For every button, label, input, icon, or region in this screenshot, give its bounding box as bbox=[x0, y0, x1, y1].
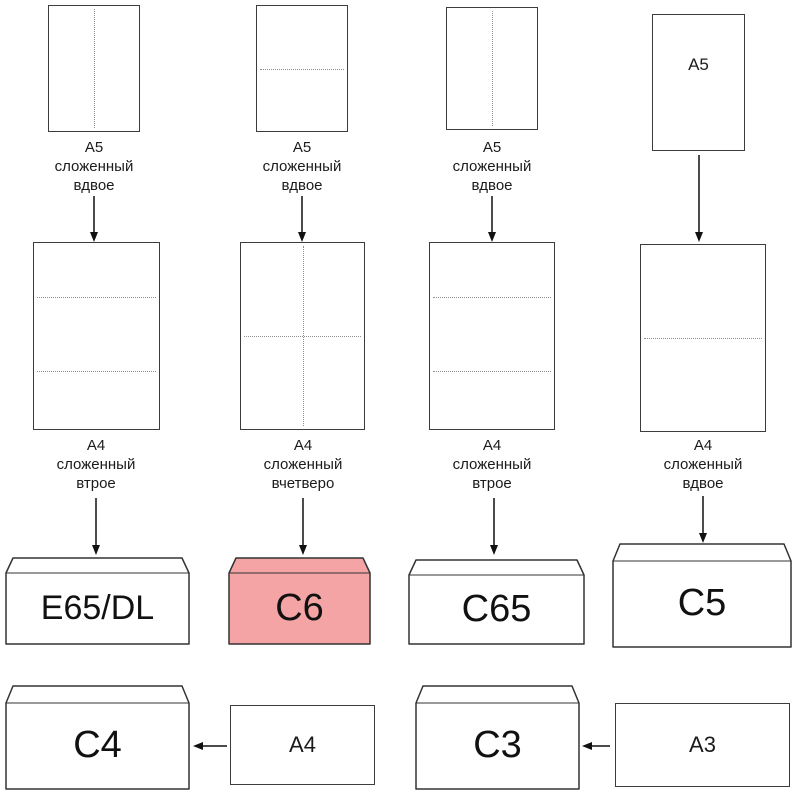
envelope-label: C4 bbox=[73, 724, 122, 766]
arrow-left-icon bbox=[193, 739, 227, 753]
arrow-down-icon bbox=[295, 498, 311, 555]
envelope-c5: C5 bbox=[612, 543, 792, 648]
arrow-down-icon bbox=[88, 498, 104, 555]
fold-line-horizontal bbox=[37, 296, 156, 298]
envelope-label: E65/DL bbox=[40, 588, 155, 627]
arrow-down-icon bbox=[294, 196, 310, 242]
a4-caption-col4: А4 сложенный вдвое bbox=[663, 437, 743, 492]
a4-sheet-col3 bbox=[429, 242, 555, 430]
a5-caption-col2: А5 сложенный вдвое bbox=[262, 139, 342, 194]
arrow-down-icon bbox=[691, 155, 707, 242]
paper-label: А4 bbox=[289, 732, 316, 757]
a4-caption-col1: А4 сложенный втрое bbox=[56, 437, 136, 492]
envelope-c4: C4 bbox=[5, 685, 190, 790]
envelope-c65: C65 bbox=[408, 559, 585, 645]
a5-sheet-col3 bbox=[446, 7, 538, 130]
envelope-label: C3 bbox=[473, 724, 522, 766]
envelope-c6: C6 bbox=[228, 557, 371, 645]
arrow-left-icon bbox=[582, 739, 610, 753]
a5-sheet-col2 bbox=[256, 5, 348, 132]
fold-line-horizontal bbox=[644, 338, 762, 339]
a4-sheet-col4 bbox=[640, 244, 766, 432]
arrow-down-icon bbox=[86, 196, 102, 242]
fold-line-vertical bbox=[302, 246, 304, 426]
a4-caption-col3: А4 сложенный втрое bbox=[452, 437, 532, 492]
a4-sheet-bottom: А4 bbox=[230, 705, 375, 785]
a5-sheet-col1 bbox=[48, 5, 140, 132]
arrow-down-icon bbox=[486, 498, 502, 555]
a5-caption-col1: А5 сложенный вдвое bbox=[54, 139, 134, 194]
fold-line-horizontal bbox=[433, 296, 551, 298]
a3-sheet-bottom: А3 bbox=[615, 703, 790, 787]
a5-inline-label: А5 bbox=[688, 55, 709, 74]
a4-sheet-col1 bbox=[33, 242, 160, 430]
a5-caption-col3: А5 сложенный вдвое bbox=[452, 139, 532, 194]
fold-line-horizontal bbox=[37, 371, 156, 373]
fold-line-horizontal bbox=[433, 371, 551, 373]
envelope-e65-dl: E65/DL bbox=[5, 557, 190, 645]
envelope-label: C6 bbox=[275, 586, 324, 629]
arrow-down-icon bbox=[695, 496, 711, 543]
fold-line-vertical bbox=[94, 9, 95, 128]
envelope-label: C65 bbox=[461, 587, 532, 630]
envelope-label: C5 bbox=[677, 582, 727, 624]
arrow-down-icon bbox=[484, 196, 500, 242]
a5-sheet-col4: А5 bbox=[652, 14, 745, 151]
fold-line-horizontal bbox=[260, 68, 344, 70]
a4-caption-col2: А4 сложенный вчетверо bbox=[263, 437, 343, 492]
a4-sheet-col2 bbox=[240, 242, 365, 430]
envelope-c3: C3 bbox=[415, 685, 580, 790]
fold-line-vertical bbox=[492, 11, 493, 126]
paper-label: А3 bbox=[689, 732, 716, 757]
